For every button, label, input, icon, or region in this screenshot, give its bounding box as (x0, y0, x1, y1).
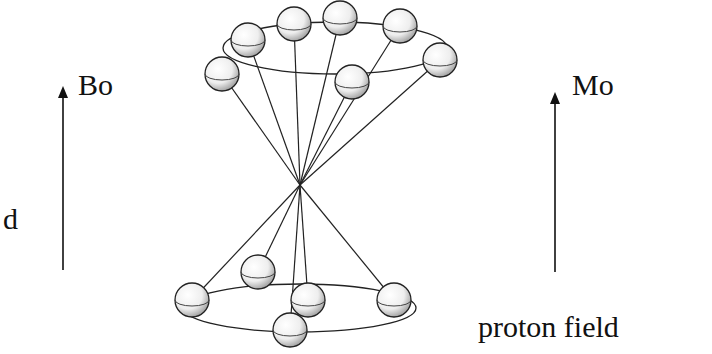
proton-sphere (277, 7, 311, 41)
caption-label: proton field (478, 312, 619, 342)
field-arrow (62, 92, 64, 270)
cone-line (300, 185, 394, 300)
proton-sphere (175, 283, 209, 317)
proton-sphere (383, 9, 417, 43)
proton-sphere (273, 313, 307, 347)
proton-sphere (377, 283, 411, 317)
magnetization-label: Mo (572, 70, 614, 100)
arrow-head (550, 92, 560, 104)
proton-sphere (241, 255, 275, 289)
proton-sphere (231, 23, 265, 57)
proton-sphere (323, 1, 357, 35)
cone-line (300, 18, 340, 185)
cut-label: d (3, 204, 18, 234)
magnetization-arrow (554, 98, 556, 272)
cone-line (248, 40, 300, 185)
arrow-head (58, 86, 68, 98)
field-label: Bo (78, 70, 113, 100)
cone-line (300, 26, 400, 185)
cone-line (222, 74, 300, 185)
cone-line (294, 24, 300, 185)
proton-sphere (335, 65, 369, 99)
proton-sphere (291, 283, 325, 317)
proton-sphere (205, 57, 239, 91)
proton-sphere (423, 43, 457, 77)
cone-line (300, 60, 440, 185)
cone-line (192, 185, 300, 300)
